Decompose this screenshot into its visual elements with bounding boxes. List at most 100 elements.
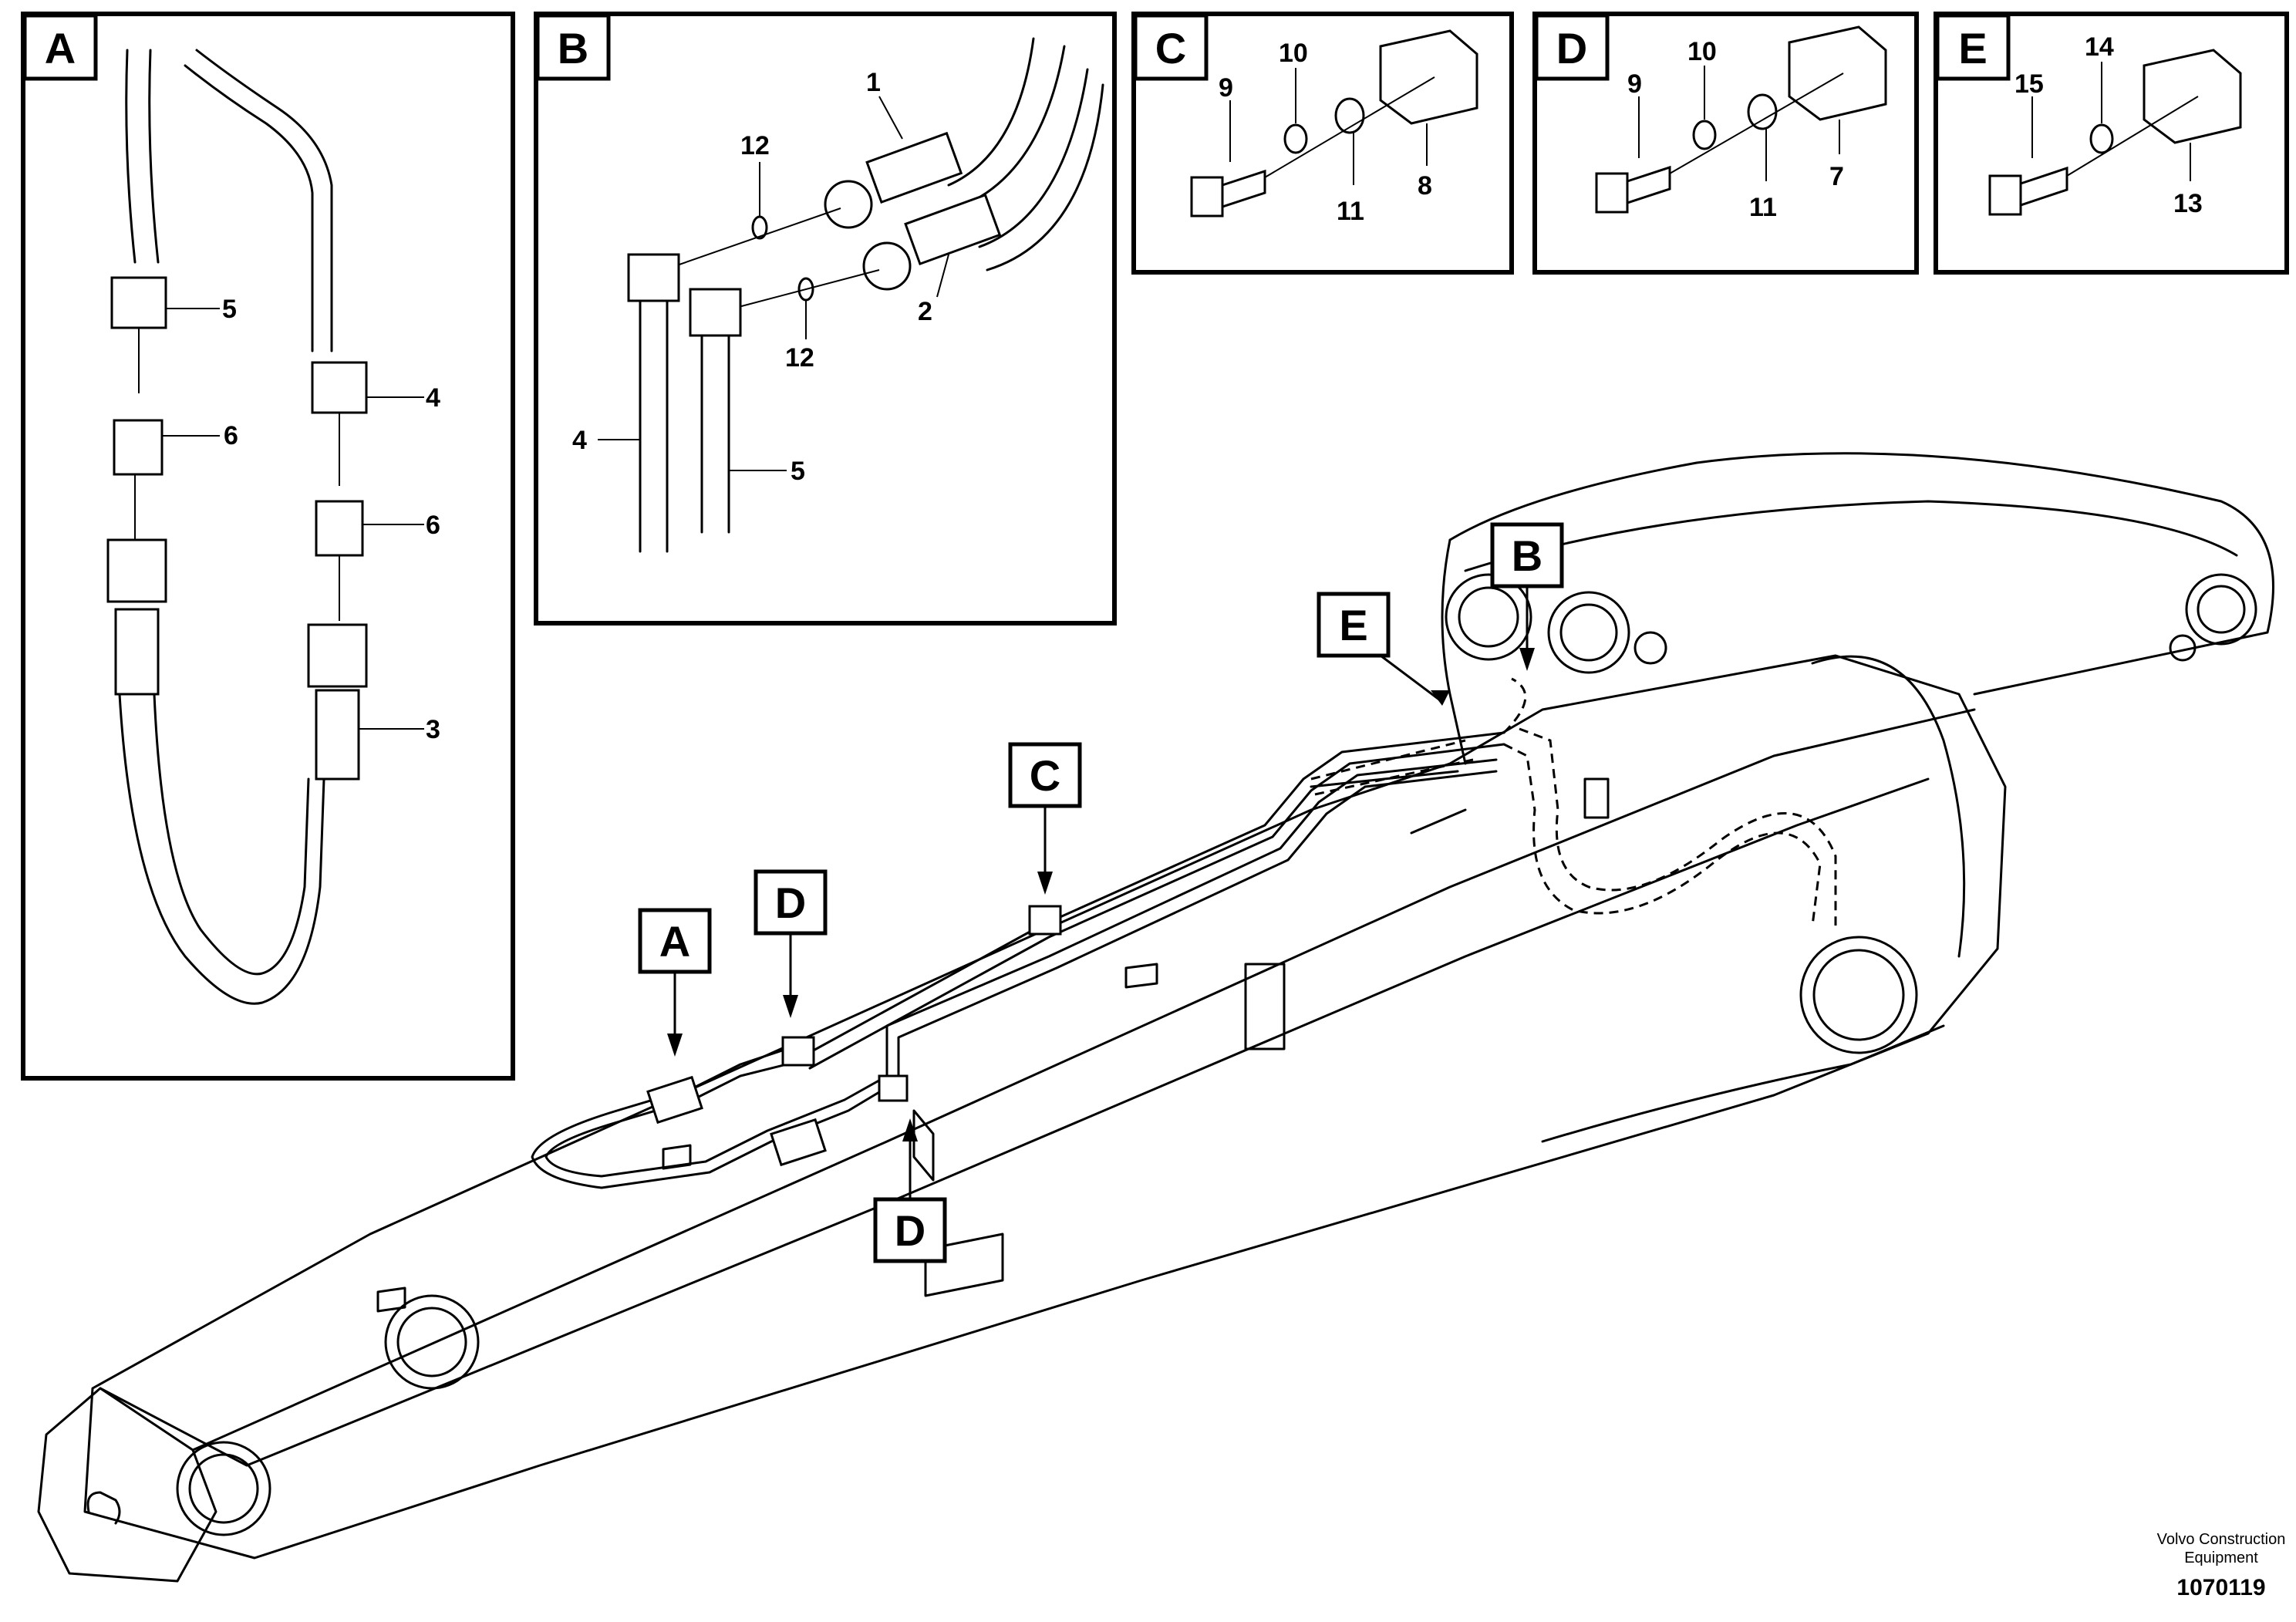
detail-panel-e: E 15 14 13: [1934, 12, 2289, 275]
nut-5: [110, 276, 167, 329]
tube: [184, 64, 314, 352]
washer-11: [1747, 93, 1778, 130]
tube-lower-edge: [897, 770, 1498, 1089]
boom-foot-block: [37, 1387, 217, 1583]
hidden-hose-1: [1503, 743, 1822, 926]
clamp-13: [2143, 49, 2242, 144]
boom-top-edge: [99, 777, 1930, 1467]
boom-top-panel: [191, 708, 1976, 1452]
detail-panel-a: A 5 6 4 6 3: [21, 12, 515, 1081]
boom-upper-curve: [1448, 452, 2274, 696]
hose-3-inner: [153, 693, 310, 976]
boom-illustration: [37, 452, 2274, 1583]
hose-fitting: [646, 1075, 703, 1125]
label-item-11: 11: [1337, 197, 1364, 226]
bolt-shank-9: [1626, 165, 1671, 205]
footer-credit: Volvo Construction Equipment 1070119: [2157, 1531, 2286, 1600]
detail-panel-b: B 1 12 2 12 4 5: [534, 12, 1117, 626]
o-ring-12: [751, 215, 768, 240]
boom-arm-pin-bore-right: [1559, 603, 1618, 662]
tube: [195, 49, 333, 352]
boom-cylinder-pin-bore: [396, 1307, 467, 1378]
hose-2: [978, 68, 1089, 248]
adapter-6: [315, 500, 364, 557]
clamp-block: [1244, 963, 1286, 1050]
label-item-3: 3: [426, 715, 440, 744]
label-item-4: 4: [426, 383, 440, 413]
clamp-7: [1788, 25, 1887, 121]
tube-clamp: [878, 1074, 909, 1102]
boom-foot-pin-boss: [176, 1441, 271, 1536]
boom-head-pin-bore: [1812, 949, 1905, 1041]
label-item-13: 13: [2173, 189, 2203, 218]
label-item-2: 2: [918, 297, 932, 326]
label-item-4: 4: [572, 426, 587, 455]
boom-lower-ridge: [1541, 1024, 1945, 1143]
o-ring-12: [797, 277, 814, 302]
lifting-lug: [86, 1491, 121, 1525]
tube: [148, 49, 160, 264]
callout-b-label: B: [1512, 531, 1542, 580]
label-item-9: 9: [1627, 69, 1642, 99]
hose-nut: [106, 538, 167, 603]
hose-1: [947, 37, 1035, 187]
label-item-10: 10: [1687, 37, 1717, 66]
boom-head-pin-boss: [1799, 936, 1918, 1054]
hidden-tubes: [1310, 739, 1474, 796]
clamp-plate: [376, 1286, 406, 1313]
hose-2-edge: [986, 83, 1104, 271]
tube: [125, 49, 137, 264]
label-item-6: 6: [426, 511, 440, 540]
tube-lower: [885, 758, 1498, 1089]
callout-d-lower: D: [873, 1118, 947, 1263]
hose-fitting: [770, 1118, 827, 1167]
bolt-head-9: [1595, 172, 1629, 214]
panel-c-tag: C: [1155, 24, 1186, 73]
label-item-6: 6: [224, 421, 238, 450]
label-item-12: 12: [740, 131, 770, 160]
callout-a: A: [638, 908, 712, 1057]
callout-b: B: [1490, 522, 1564, 671]
label-item-14: 14: [2085, 32, 2114, 62]
callout-c-label: C: [1030, 751, 1060, 800]
clamp-plate: [1124, 963, 1158, 989]
bolt-shank-15: [2019, 166, 2068, 207]
boom-arm-pin-boss-right: [1547, 591, 1630, 674]
clamp-bracket: [924, 1233, 1004, 1297]
label-item-1: 1: [866, 68, 881, 97]
detail-panel-d: D 9 10 11 7: [1532, 12, 1919, 275]
grease-nipple: [2169, 634, 2197, 662]
hose-fitting-2: [904, 193, 1002, 266]
hose-ferrule-3: [315, 689, 360, 781]
tube-clamp: [781, 1036, 815, 1067]
callout-d-label: D: [895, 1206, 925, 1255]
callout-c: C: [1008, 742, 1082, 895]
adapter-6: [113, 419, 164, 476]
hose-ferrule: [114, 608, 160, 696]
label-item-5: 5: [222, 295, 237, 324]
callout-d-upper: D: [754, 869, 828, 1018]
clamp-plate: [1583, 777, 1610, 819]
panel-a-tag: A: [45, 24, 76, 73]
tube-stubs: [1310, 770, 1467, 835]
boom-inner-arc: [1811, 655, 1966, 958]
illustration-number: 1070119: [2176, 1575, 2265, 1600]
label-item-7: 7: [1829, 162, 1844, 191]
tube-upper: [801, 731, 1505, 1058]
hose-nut: [307, 623, 368, 688]
elbow-block: [627, 253, 680, 302]
boom-outline: [83, 654, 2007, 1560]
hose-loop-inner: [544, 1063, 885, 1178]
label-item-9: 9: [1219, 73, 1233, 103]
bolt-head-15: [1988, 174, 2022, 216]
hose-fitting-1: [865, 131, 963, 204]
detail-panel-c: C 9 10 11 8: [1131, 12, 1514, 275]
label-item-10: 10: [1279, 39, 1308, 68]
manufacturer-line-2: Equipment: [2184, 1549, 2258, 1566]
boom-end-pin-bore: [2197, 585, 2246, 634]
panel-e-tag: E: [1958, 24, 1987, 73]
label-item-15: 15: [2014, 69, 2044, 99]
callout-e-label: E: [1339, 601, 1367, 649]
bolt-shank-9: [1221, 169, 1266, 209]
